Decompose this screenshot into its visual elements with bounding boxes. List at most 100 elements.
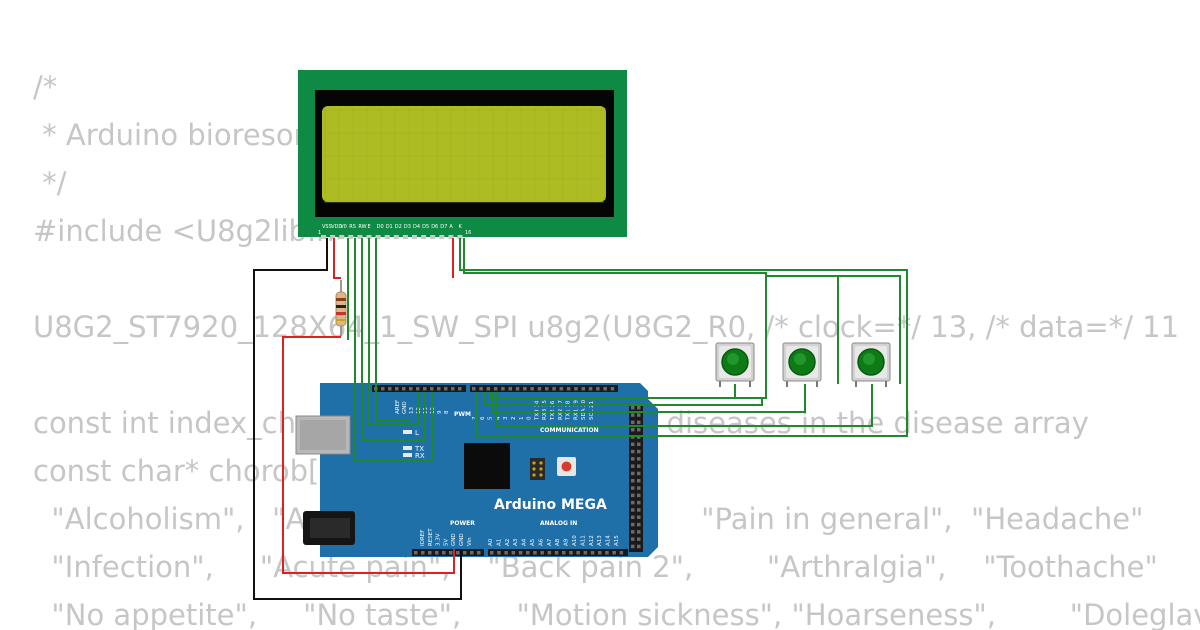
lcd-pin-label: VDD xyxy=(331,224,342,230)
lcd-pin[interactable] xyxy=(421,235,427,239)
board-pin-label: 6 xyxy=(480,416,486,420)
wire-rw xyxy=(361,238,426,441)
lcd-pin-label: D7 xyxy=(440,224,447,230)
lcd-pin[interactable] xyxy=(339,235,345,239)
board-pin-label: 3.3V xyxy=(436,533,442,546)
push-buttons xyxy=(715,342,891,387)
board-pin-label: RX2 17 xyxy=(558,400,564,420)
wire-button-2 xyxy=(483,384,763,406)
board-pin-label: 2 xyxy=(511,417,517,421)
board-pin-label: A15 xyxy=(614,535,620,546)
lcd-pin[interactable] xyxy=(348,235,354,239)
lcd-pin[interactable] xyxy=(384,235,390,239)
icsp-header xyxy=(530,458,545,480)
lcd-pin[interactable] xyxy=(402,235,408,239)
board-pin-label: GND xyxy=(451,533,457,546)
lcd-pin-label: E xyxy=(368,224,371,230)
wire-vdd xyxy=(333,238,341,279)
lcd-pin[interactable] xyxy=(321,235,326,239)
board-pin-label: A6 xyxy=(538,538,544,546)
board-pin-label: GND xyxy=(459,533,465,546)
push-button[interactable] xyxy=(851,342,891,387)
wire-k xyxy=(459,238,908,437)
lcd-pixel-grid xyxy=(324,108,606,203)
board-pin-label: A4 xyxy=(522,538,528,546)
wire-rs xyxy=(354,238,433,461)
lcd-pin-label: D5 xyxy=(422,224,429,230)
lcd-pin[interactable] xyxy=(412,235,417,239)
board-pin-label: SDA 20 xyxy=(581,399,587,420)
wire-button-4 xyxy=(495,384,873,427)
lcd-pin[interactable] xyxy=(393,235,399,239)
board-pin-label: A9 xyxy=(564,538,570,546)
wire-button-3 xyxy=(491,384,806,413)
board-pin-label: AREF xyxy=(395,400,401,414)
lcd-pin[interactable] xyxy=(457,235,463,239)
board-pin-label: 3 xyxy=(503,416,509,420)
lcd-pin-label: D1 xyxy=(386,224,393,230)
lcd-pin[interactable] xyxy=(439,235,445,239)
resistor[interactable] xyxy=(335,280,347,336)
wire-gnd xyxy=(253,238,462,600)
wire-5v xyxy=(282,336,455,574)
board-pin-label: 4 xyxy=(495,416,501,420)
board-pin-label: TX3 14 xyxy=(534,400,540,421)
board-pin-label: 0 xyxy=(527,416,533,420)
main-chip xyxy=(464,443,510,489)
label-pwm: PWM xyxy=(454,411,471,418)
board-pin-label: IOREF xyxy=(420,530,426,546)
lcd-pin[interactable] xyxy=(448,235,454,239)
board-pin-label: TX2 16 xyxy=(550,400,556,421)
board-pin-label: A12 xyxy=(589,535,595,546)
lcd-pin-label: D4 xyxy=(413,224,420,230)
code-line: "No appetite", "No taste", "Motion sickn… xyxy=(33,598,1200,630)
push-button[interactable] xyxy=(782,342,822,387)
wire-enable xyxy=(375,238,412,421)
board-pin-label: A1 xyxy=(496,539,502,546)
lcd-pin[interactable] xyxy=(357,235,363,239)
code-line: U8G2_ST7920_128X64_1_SW_SPI u8g2(U8G2_R0… xyxy=(33,310,1180,344)
board-pin-label: A5 xyxy=(530,538,536,546)
wire-button-1 xyxy=(463,238,767,399)
board-pin-label: 9 xyxy=(437,410,443,414)
wire-e xyxy=(368,238,419,425)
lcd-pin[interactable] xyxy=(366,235,372,239)
lcd-pin[interactable] xyxy=(330,235,336,239)
led-l xyxy=(403,430,412,434)
lcd-pin-label: RS xyxy=(349,224,356,230)
lcd-pin-header xyxy=(321,235,463,239)
board-pin-label: A11 xyxy=(580,535,586,546)
board-pin-label: 5 xyxy=(488,416,494,420)
label-l: L xyxy=(415,429,419,437)
board-pin-label: A3 xyxy=(513,538,519,546)
label-tx: TX xyxy=(414,445,424,453)
lcd-pin-label: VSS xyxy=(322,224,332,230)
board-pin-label: 5V xyxy=(443,539,449,546)
header-top-right xyxy=(470,385,618,392)
board-pin-label: RX3 15 xyxy=(542,400,548,420)
code-line: /* xyxy=(33,70,58,104)
board-pin-label: RX1 19 xyxy=(573,400,579,420)
push-button[interactable] xyxy=(715,342,755,387)
lcd-pin-label: V0 xyxy=(340,224,347,230)
label-analog-in: ANALOG IN xyxy=(540,520,577,527)
board-pin-label: RESET xyxy=(428,528,434,546)
board-name: Arduino MEGA xyxy=(494,497,607,513)
lcd-pin[interactable] xyxy=(430,235,436,239)
lcd-screen xyxy=(322,106,606,202)
lcd-pin-label: K xyxy=(459,224,463,230)
lcd-pin[interactable] xyxy=(375,235,381,239)
board-pin-label: A13 xyxy=(597,535,603,546)
label-rx: RX xyxy=(415,452,425,460)
lcd-pin-label: D2 xyxy=(395,224,402,230)
header-power xyxy=(412,549,484,556)
board-pin-label: 8 xyxy=(444,410,450,414)
board-pin-label: 1 xyxy=(519,417,525,421)
board-pin-label: 13 xyxy=(409,407,415,414)
board-pin-label: A7 xyxy=(547,538,553,546)
board-pin-label: Vin xyxy=(467,537,473,546)
wire-button-gnd xyxy=(766,275,901,384)
